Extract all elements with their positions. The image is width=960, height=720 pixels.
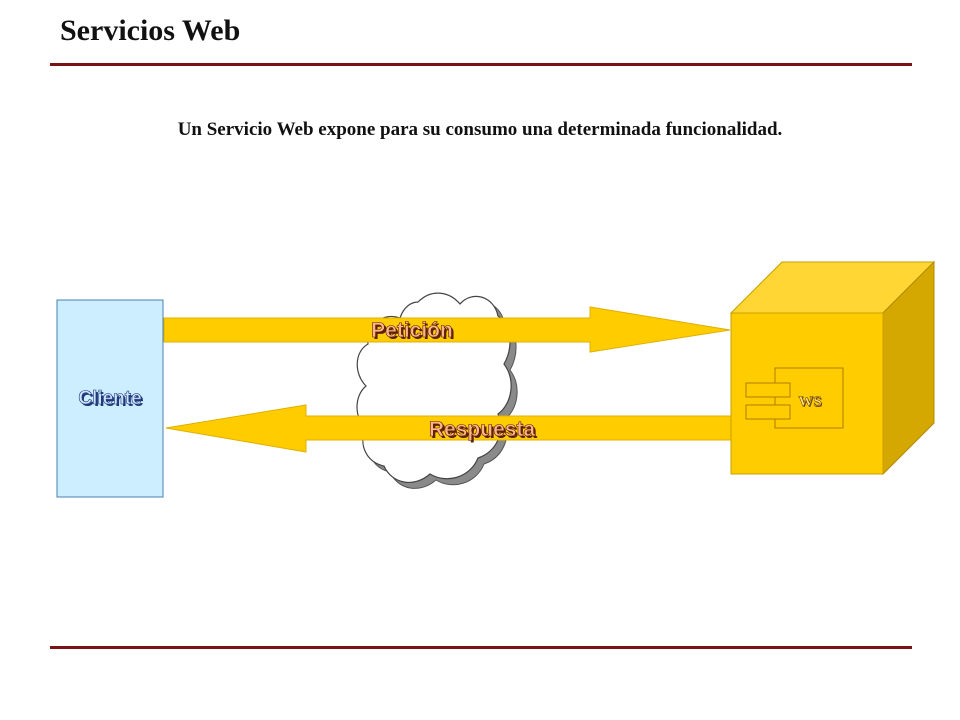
response-label-shadow: Respuesta: [431, 420, 538, 443]
request-arrow: [163, 306, 731, 353]
client-label-group: Cliente Cliente: [78, 388, 144, 411]
service-label-group: WS WS: [798, 394, 823, 411]
footer-divider: [50, 646, 912, 649]
client-label-shadow: Cliente: [80, 390, 143, 411]
page-subtitle: Un Servicio Web expone para su consumo u…: [177, 119, 783, 140]
title-divider: [50, 63, 912, 66]
client-box: [56, 299, 164, 498]
response-label: Respuesta: [429, 418, 536, 441]
response-label-group: Respuesta Respuesta: [429, 418, 538, 443]
request-label: Petición: [371, 319, 453, 342]
service-label-shadow: WS: [799, 395, 822, 411]
service-label: WS: [798, 394, 821, 410]
ws-component-icon: [745, 367, 844, 429]
response-arrow: [165, 404, 733, 453]
request-label-group: Petición Petición: [371, 319, 455, 344]
request-label-shadow: Petición: [373, 321, 455, 344]
client-label: Cliente: [78, 388, 141, 409]
page-title: Servicios Web: [60, 14, 241, 47]
